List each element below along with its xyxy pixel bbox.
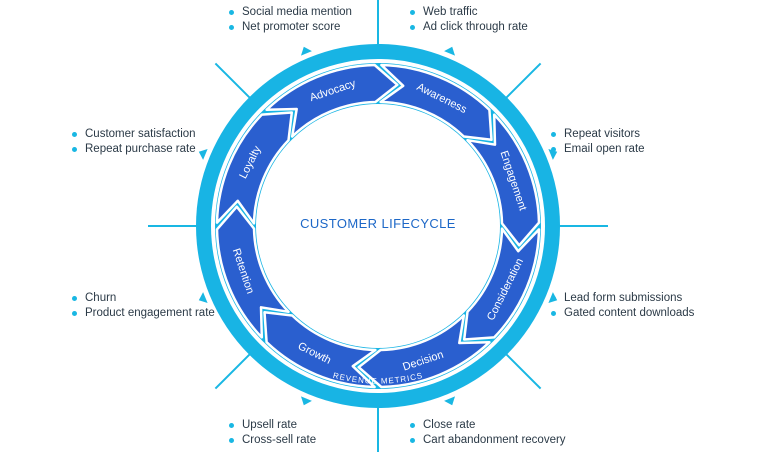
metrics-loyalty: Customer satisfaction Repeat purchase ra… [72, 127, 196, 156]
outward-arrowhead [444, 396, 455, 406]
metric-item: Net promoter score [229, 20, 352, 35]
stage-arrow-loyalty [215, 111, 294, 225]
metric-item: Repeat purchase rate [72, 142, 196, 157]
metric-item: Email open rate [551, 142, 645, 157]
center-title: CUSTOMER LIFECYCLE [300, 216, 456, 231]
metric-item: Repeat visitors [551, 127, 645, 142]
stage-arrows: AwarenessEngagementConsiderationDecision… [215, 63, 541, 389]
metric-item: Customer satisfaction [72, 127, 196, 142]
outward-arrowhead [548, 149, 558, 160]
metrics-consideration: Lead form submissions Gated content down… [551, 291, 694, 320]
stage-arrow-awareness [379, 63, 493, 142]
metric-item: Cart abandonment recovery [410, 433, 566, 448]
metric-item: Product engagement rate [72, 306, 215, 321]
outward-arrowhead [301, 396, 312, 406]
outward-arrowhead [301, 46, 312, 56]
metric-item: Social media mention [229, 5, 352, 20]
outward-arrowhead [198, 149, 208, 160]
center-disc [256, 104, 500, 348]
metric-item: Web traffic [410, 5, 528, 20]
metric-item: Gated content downloads [551, 306, 694, 321]
stage-arrow-growth [263, 310, 377, 389]
metrics-engagement: Repeat visitors Email open rate [551, 127, 645, 156]
metric-item: Ad click through rate [410, 20, 528, 35]
stage-arrow-advocacy [265, 63, 399, 138]
metric-item: Lead form submissions [551, 291, 694, 306]
metric-item: Close rate [410, 418, 566, 433]
stage-arrow-retention [215, 205, 290, 339]
metric-item: Churn [72, 291, 215, 306]
metrics-advocacy: Social media mention Net promoter score [229, 5, 352, 34]
metric-item: Cross-sell rate [229, 433, 316, 448]
stage-arrow-decision [357, 314, 491, 389]
metric-item: Upsell rate [229, 418, 316, 433]
metrics-retention: Churn Product engagement rate [72, 291, 215, 320]
metrics-awareness: Web traffic Ad click through rate [410, 5, 528, 34]
metrics-growth: Upsell rate Cross-sell rate [229, 418, 316, 447]
stage-arrow-engagement [466, 113, 541, 247]
stage-arrow-consideration [462, 227, 541, 341]
outward-arrowhead [444, 46, 455, 56]
outward-arrowhead [198, 292, 208, 303]
metrics-decision: Close rate Cart abandonment recovery [410, 418, 566, 447]
